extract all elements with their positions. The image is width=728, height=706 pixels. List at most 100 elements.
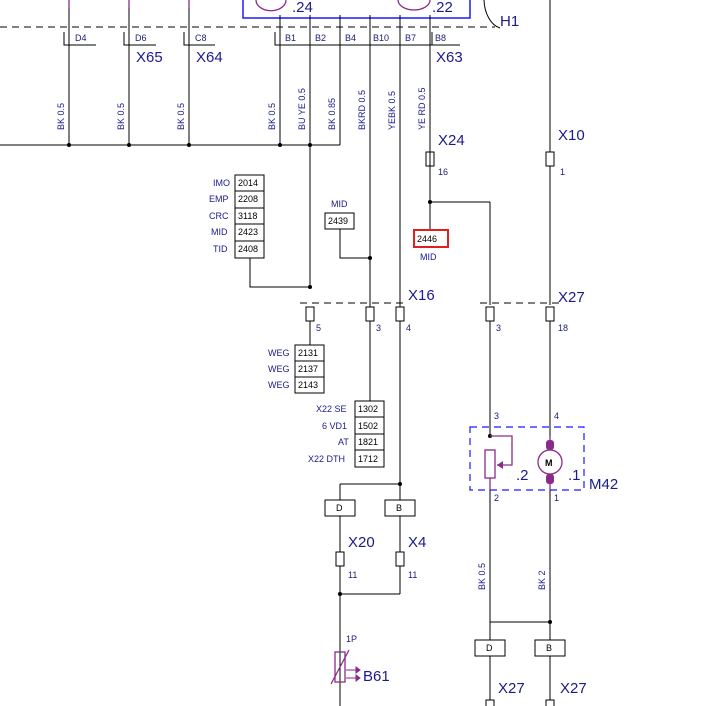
junction-left-table bbox=[308, 285, 312, 289]
mid-ref-value[interactable]: 2439 bbox=[328, 216, 348, 226]
x20-x4-connectors bbox=[335, 551, 405, 567]
weg-value-1[interactable]: 2137 bbox=[298, 364, 318, 374]
x4-pin-11: 11 bbox=[408, 570, 417, 580]
wire-label-6: BK 0.85 bbox=[327, 98, 337, 130]
left-table-label-0: IMO bbox=[213, 178, 230, 188]
x16-pin-5: 5 bbox=[316, 323, 321, 333]
weg-label-1: WEG bbox=[268, 364, 290, 374]
wire-label-5: BU YE 0.5 bbox=[297, 88, 307, 130]
pin-label-22: .22 bbox=[432, 0, 453, 16]
b61-sensor-slash bbox=[330, 649, 350, 685]
pin-d4: D4 bbox=[75, 33, 87, 43]
x4-label: X4 bbox=[408, 534, 426, 551]
x10-label: X10 bbox=[558, 127, 585, 144]
weg-value-0[interactable]: 2131 bbox=[298, 348, 318, 358]
pin-b10: B10 bbox=[373, 33, 389, 43]
junction-x24 bbox=[428, 200, 432, 204]
x22-label-3: X22 DTH bbox=[308, 454, 345, 464]
m42-potentiometer bbox=[484, 449, 496, 479]
wire-label-4: BK 0.5 bbox=[267, 103, 277, 130]
left-table-label-2: CRC bbox=[209, 211, 229, 221]
mid-ref-label: MID bbox=[331, 199, 348, 209]
mid-ref-wire bbox=[339, 229, 370, 259]
lower-wires bbox=[309, 321, 551, 500]
left-table-value-1[interactable]: 2208 bbox=[238, 194, 258, 204]
left-table-value-3[interactable]: 2423 bbox=[238, 227, 258, 237]
d-box-lower bbox=[474, 639, 506, 657]
m42-motor-symbol: M bbox=[545, 458, 553, 468]
pin-b2: B2 bbox=[315, 33, 326, 43]
b-box-lower-label: B bbox=[546, 643, 552, 653]
x63-label: X63 bbox=[436, 49, 463, 66]
x10-pin-1: 1 bbox=[560, 167, 565, 177]
junction-lower bbox=[548, 620, 552, 624]
x27-pin-18: 18 bbox=[558, 323, 568, 333]
h1-label: H1 bbox=[500, 13, 519, 30]
m42-sub-1: .1 bbox=[568, 467, 581, 484]
d-box-upper-label: D bbox=[336, 503, 343, 513]
mid-ref-red-box[interactable] bbox=[413, 229, 449, 248]
x22-value-3[interactable]: 1712 bbox=[358, 454, 378, 464]
m42-output-wires bbox=[489, 490, 551, 706]
weg-label-2: WEG bbox=[268, 380, 290, 390]
m42-pin-2: 2 bbox=[494, 493, 499, 503]
x22-label-2: AT bbox=[338, 437, 349, 447]
x22-value-1[interactable]: 1502 bbox=[358, 421, 378, 431]
lower-wire-label-2: BK 2 bbox=[537, 570, 547, 590]
pin-d6: D6 bbox=[135, 33, 147, 43]
x64-label: X64 bbox=[196, 49, 223, 66]
weg-value-2[interactable]: 2143 bbox=[298, 380, 318, 390]
m42-sub-2: .2 bbox=[516, 467, 529, 484]
x22-table bbox=[354, 400, 385, 468]
wire-label-9: YE RD 0.5 bbox=[417, 87, 427, 130]
m42-pin-4: 4 bbox=[554, 411, 559, 421]
x27-bottom-right-label: X27 bbox=[560, 680, 587, 697]
m42-label: M42 bbox=[589, 476, 618, 493]
pin-b7: B7 bbox=[405, 33, 416, 43]
x27-bottom-connectors bbox=[485, 699, 555, 706]
top-wires bbox=[0, 0, 551, 320]
x22-label-1: 6 VD1 bbox=[322, 421, 347, 431]
left-table-value-2[interactable]: 3118 bbox=[238, 211, 257, 221]
m42-pot-wiper bbox=[497, 461, 503, 469]
wire-label-1: BK 0.5 bbox=[56, 103, 66, 130]
mid-wires bbox=[429, 166, 551, 305]
m42-pin-3: 3 bbox=[494, 411, 499, 421]
x10-connector bbox=[545, 151, 555, 167]
x22-value-2[interactable]: 1821 bbox=[358, 437, 378, 447]
lower-wire-label-1: BK 0.5 bbox=[477, 563, 487, 590]
pin-b8: B8 bbox=[435, 33, 446, 43]
unit-circle-left bbox=[255, 0, 287, 12]
x22-value-0[interactable]: 1302 bbox=[358, 404, 378, 414]
x24-connector bbox=[425, 151, 435, 167]
m42-pin-1: 1 bbox=[554, 493, 559, 503]
m42-pot-loop bbox=[490, 435, 513, 466]
b61-sensor bbox=[334, 651, 346, 683]
x16-pin-4: 4 bbox=[406, 323, 411, 333]
weg-table bbox=[294, 344, 325, 394]
unit-circle-right bbox=[397, 0, 431, 11]
junction-x20 bbox=[338, 592, 342, 596]
left-table-value-4[interactable]: 2408 bbox=[238, 244, 258, 254]
x16-pin-3: 3 bbox=[376, 323, 381, 333]
b-box-upper-label: B bbox=[396, 503, 402, 513]
x24-pin-16: 16 bbox=[438, 167, 448, 177]
left-table-value-0[interactable]: 2014 bbox=[238, 178, 258, 188]
pin-label-24: .24 bbox=[292, 0, 313, 16]
x16-label: X16 bbox=[408, 287, 435, 304]
pin-b1: B1 bbox=[285, 33, 296, 43]
wire-label-3: BK 0.5 bbox=[176, 103, 186, 130]
x16-connector bbox=[305, 306, 405, 322]
d-box-lower-label: D bbox=[486, 643, 493, 653]
b61-pin-1p: 1P bbox=[346, 634, 357, 644]
x27-pin-3: 3 bbox=[496, 323, 501, 333]
wire-label-2: BK 0.5 bbox=[116, 103, 126, 130]
m42-outline bbox=[469, 426, 585, 491]
junction-db bbox=[398, 482, 402, 486]
left-table-label-4: TID bbox=[213, 244, 228, 254]
x27-top-connector bbox=[485, 306, 555, 322]
weg-label-0: WEG bbox=[268, 348, 290, 358]
x27-bottom-left-label: X27 bbox=[498, 680, 525, 697]
top-connector-brackets bbox=[63, 32, 460, 46]
